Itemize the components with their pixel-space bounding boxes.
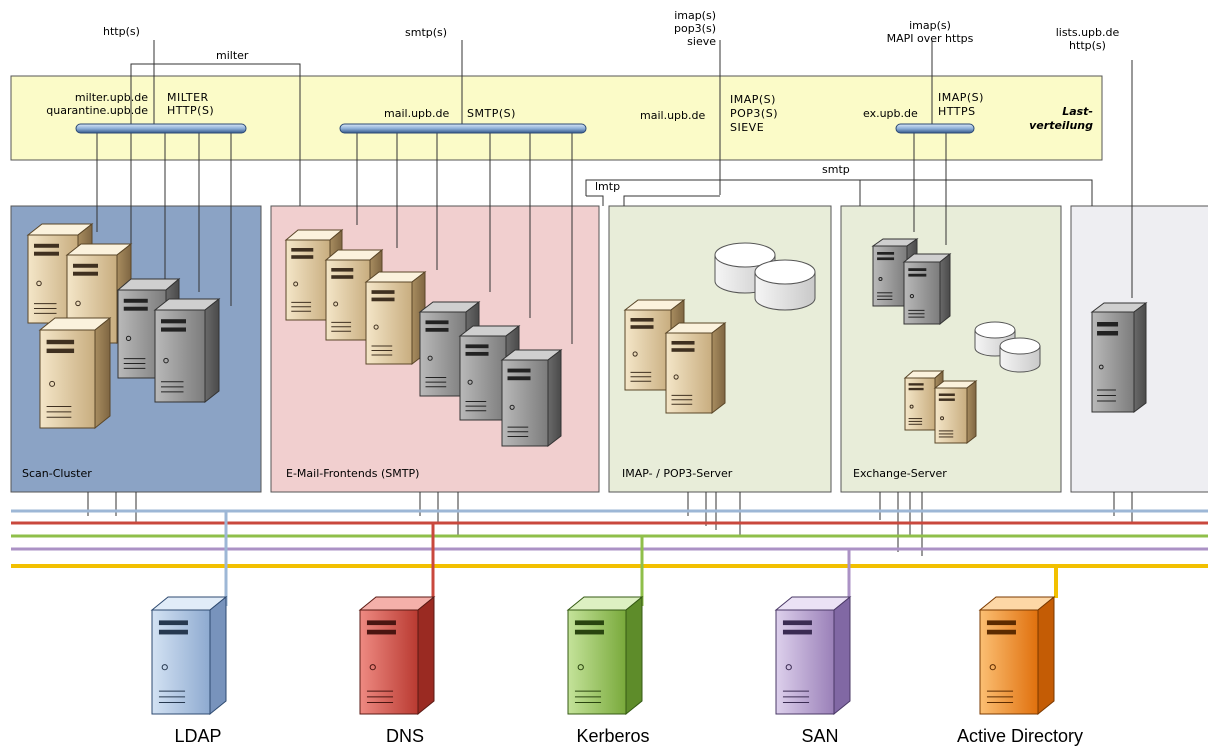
imap-server-2 bbox=[664, 321, 727, 415]
imap-storage-disk-2 bbox=[754, 259, 816, 311]
lmtp-link-label: lmtp bbox=[595, 180, 621, 193]
exchange-storage-disk-2 bbox=[999, 337, 1041, 373]
imap-inbound-label-1: imap(s) bbox=[674, 9, 716, 22]
milter-protocol-label-1: MILTER bbox=[167, 91, 209, 104]
lists-inbound-label-2: http(s) bbox=[1069, 39, 1106, 52]
scan-server-5 bbox=[38, 316, 112, 430]
storage-group bbox=[714, 242, 1041, 373]
scan-server-4 bbox=[153, 297, 221, 404]
service-label-kerberos: Kerberos bbox=[576, 726, 650, 746]
exchange-inbound-label-1: imap(s) bbox=[909, 19, 951, 32]
lists-server bbox=[1090, 302, 1148, 413]
milter-link-label: milter bbox=[216, 49, 249, 62]
frontends-cluster-label: E-Mail-Frontends (SMTP) bbox=[286, 467, 420, 480]
exchange-inbound-label-2: MAPI over https bbox=[886, 32, 974, 45]
dns-server bbox=[358, 595, 436, 716]
active-directory-server bbox=[978, 595, 1056, 716]
milter-host-label-2: quarantine.upb.de bbox=[46, 104, 148, 117]
milter-host-label-1: milter.upb.de bbox=[74, 91, 148, 104]
exchange-server-2 bbox=[902, 252, 952, 326]
imap-inbound-label-2: pop3(s) bbox=[673, 22, 716, 35]
milter-lb-bar bbox=[75, 123, 247, 134]
ex-host-label: ex.upb.de bbox=[863, 107, 918, 120]
mail-host-label: mail.upb.de bbox=[384, 107, 450, 120]
ex-protocol-label-2: HTTPS bbox=[938, 105, 976, 118]
smtp-link-label: smtp bbox=[822, 163, 850, 176]
exchange-lb-bar bbox=[895, 123, 975, 134]
frontend-server-3 bbox=[364, 270, 427, 366]
scan-cluster-label: Scan-Cluster bbox=[22, 467, 92, 480]
imap-inbound-label-3: sieve bbox=[687, 35, 716, 48]
loadbalancer-title-1: Last- bbox=[1062, 105, 1093, 118]
frontend-server-6 bbox=[500, 348, 563, 448]
service-label-san: SAN bbox=[801, 726, 839, 746]
exchange-cluster-label: Exchange-Server bbox=[853, 467, 947, 480]
imap-protocol-label-3: SIEVE bbox=[730, 121, 765, 134]
lists-inbound-label-1: lists.upb.de bbox=[1055, 26, 1120, 39]
http-inbound-label: http(s) bbox=[103, 25, 140, 38]
service-label-dns: DNS bbox=[385, 726, 424, 746]
service-label-ad: Active Directory bbox=[956, 726, 1084, 746]
ex-protocol-label-1: IMAP(S) bbox=[938, 91, 984, 104]
smtp-lb-bar bbox=[339, 123, 587, 134]
kerberos-server bbox=[566, 595, 644, 716]
san-server bbox=[774, 595, 852, 716]
imap-cluster-label: IMAP- / POP3-Server bbox=[622, 467, 733, 480]
service-label-ldap: LDAP bbox=[174, 726, 222, 746]
smtp-inbound-label: smtp(s) bbox=[405, 26, 448, 39]
imap-host-label: mail.upb.de bbox=[640, 109, 706, 122]
mail-protocol-label: SMTP(S) bbox=[467, 107, 516, 120]
imap-protocol-label-2: POP3(S) bbox=[730, 107, 778, 120]
server-group bbox=[26, 222, 1148, 448]
network-buses bbox=[11, 509, 1208, 606]
imap-protocol-label-1: IMAP(S) bbox=[730, 93, 776, 106]
ldap-server bbox=[150, 595, 228, 716]
milter-protocol-label-2: HTTP(S) bbox=[167, 104, 215, 117]
loadbalancer-title-2: verteilung bbox=[1029, 119, 1093, 132]
exchange-db-server-2 bbox=[933, 379, 978, 445]
service-server-group bbox=[150, 595, 1056, 716]
loadbalancer-band bbox=[10, 75, 1103, 161]
